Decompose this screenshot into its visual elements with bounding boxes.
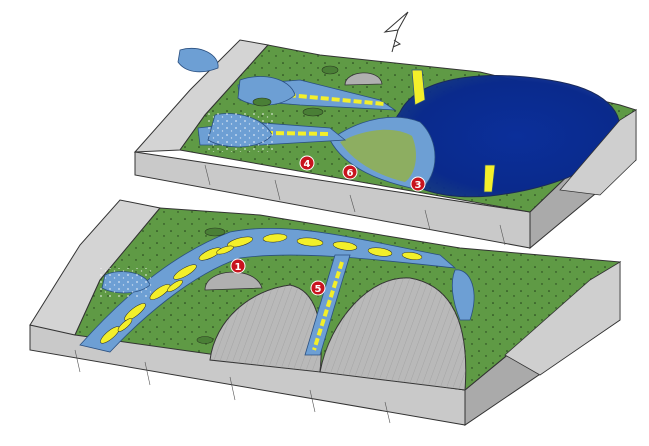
svg-text:3: 3: [415, 180, 422, 191]
pond-3: [302, 107, 324, 117]
svg-text:5: 5: [315, 284, 322, 295]
upper-faults: [204, 164, 506, 246]
pond-4: [204, 227, 226, 237]
pond-5: [196, 336, 214, 344]
marker-3[interactable]: 3: [410, 176, 426, 192]
lower-fan-2: [451, 269, 475, 321]
pond-2: [321, 65, 339, 75]
upper-hill: [344, 72, 383, 86]
marker-6[interactable]: 6: [342, 164, 358, 180]
marker-1[interactable]: 1: [230, 258, 246, 274]
inflow-stream-2: [483, 164, 496, 193]
upper-right-cliff: [559, 109, 637, 196]
pond-1: [252, 97, 272, 107]
valley-1-hatch: [210, 285, 322, 372]
upper-fan-3: [177, 48, 219, 73]
upper-fan-2: [237, 76, 296, 106]
valley-channel-bars: [312, 261, 344, 351]
fan-1-texture: [208, 112, 274, 152]
marker-4[interactable]: 4: [299, 155, 315, 171]
north-arrow-icon: [383, 11, 409, 53]
marker-5[interactable]: 5: [310, 280, 326, 296]
upper-block: 4 6 3: [133, 39, 637, 250]
lower-block: 1 5: [29, 199, 622, 426]
inflow-stream-1: [411, 69, 426, 106]
valley-2-hatch: [320, 277, 466, 390]
braided-channel-belt: [79, 227, 457, 353]
svg-text:6: 6: [347, 168, 354, 179]
lower-fan-texture: [100, 268, 152, 298]
channel-bars: [100, 233, 423, 344]
lower-right-cliff: [504, 261, 621, 376]
lower-faults: [74, 349, 391, 424]
svg-text:1: 1: [235, 262, 242, 273]
delta-bars: [340, 129, 416, 182]
svg-text:4: 4: [304, 159, 311, 170]
